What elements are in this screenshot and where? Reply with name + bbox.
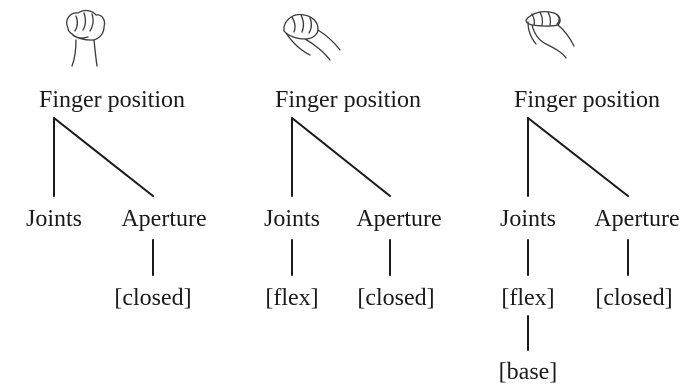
tree-root-label: Finger position xyxy=(275,87,421,113)
joints-value-base: [base] xyxy=(499,359,558,384)
aperture-label: Aperture xyxy=(356,206,441,232)
closed-fist-hand-icon xyxy=(66,9,106,67)
tree-flexed-fingers: Finger position Joints Aperture [flex] [… xyxy=(264,13,442,311)
flexed-fingers-hand-icon xyxy=(283,13,341,61)
joints-value-flex: [flex] xyxy=(501,285,554,311)
aperture-label: Aperture xyxy=(594,206,679,232)
edge-root-aperture xyxy=(291,117,391,197)
tree-base-flexed: Finger position Joints Aperture [flex] [… xyxy=(499,11,680,384)
base-flexed-hand-icon xyxy=(525,11,575,59)
edge-root-aperture xyxy=(53,117,154,197)
aperture-value-closed: [closed] xyxy=(114,285,191,311)
joints-label: Joints xyxy=(264,206,320,232)
aperture-label: Aperture xyxy=(121,206,206,232)
aperture-value-closed: [closed] xyxy=(595,285,672,311)
joints-value-flex: [flex] xyxy=(265,285,318,311)
tree-root-label: Finger position xyxy=(514,87,660,113)
tree-root-label: Finger position xyxy=(39,87,185,113)
joints-label: Joints xyxy=(500,206,556,232)
joints-label: Joints xyxy=(26,206,82,232)
tree-closed-fist: Finger position Joints Aperture [closed] xyxy=(26,9,207,311)
edge-root-aperture xyxy=(527,117,629,197)
aperture-value-closed: [closed] xyxy=(357,285,434,311)
